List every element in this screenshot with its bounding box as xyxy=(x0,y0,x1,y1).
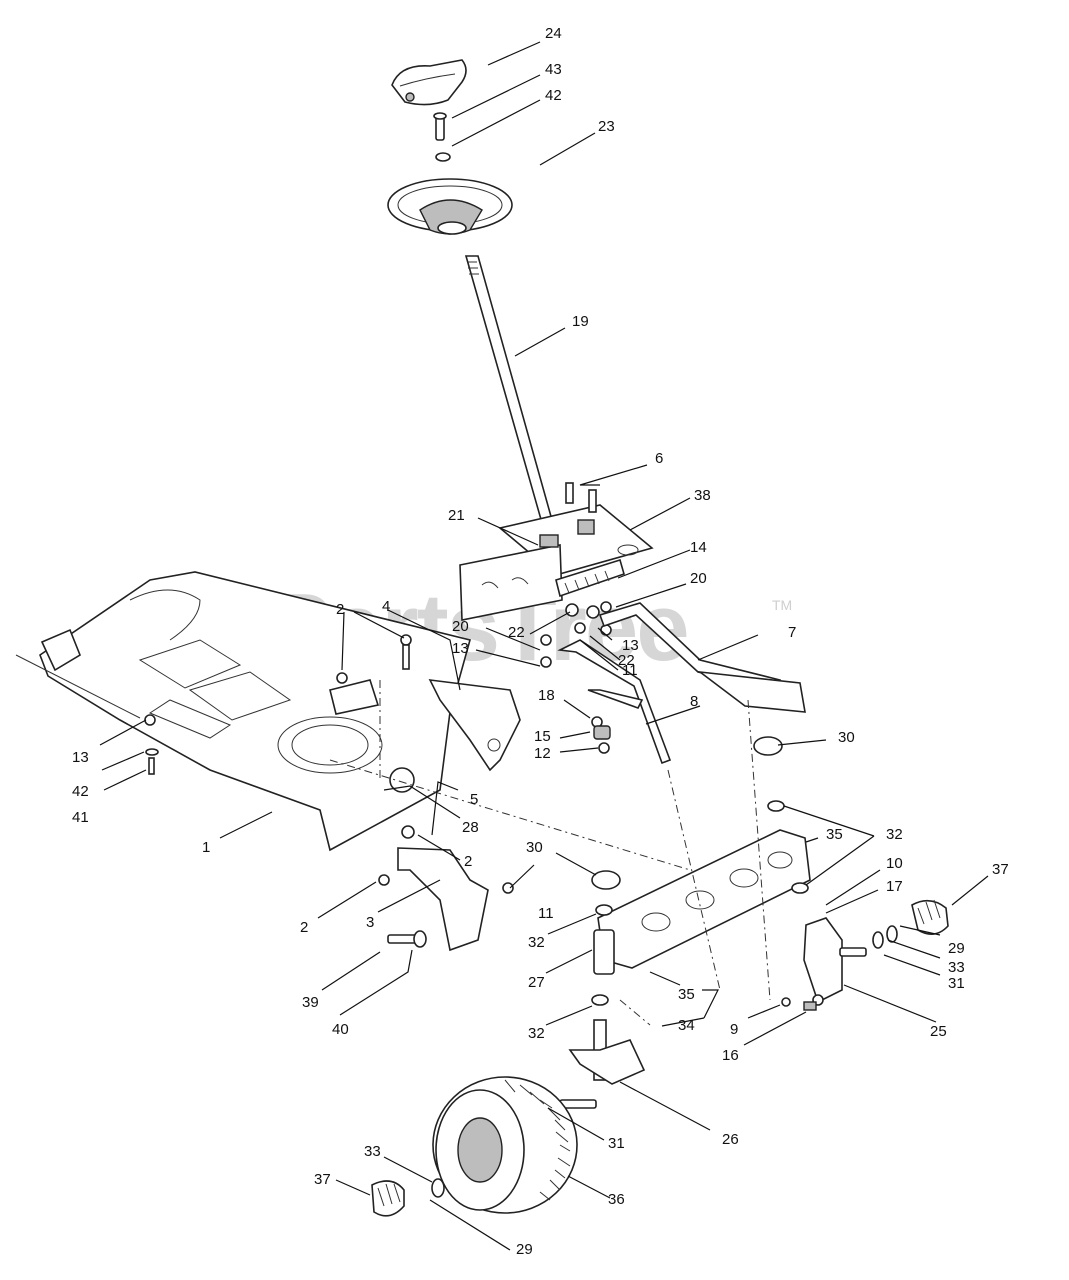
callout-labels: 24 43 42 23 19 6 38 21 14 20 7 22 13 22 … xyxy=(72,25,1009,1258)
callout-label: 19 xyxy=(572,313,589,330)
drag-link xyxy=(598,602,806,713)
callout-label: 2 xyxy=(336,601,344,618)
callout-label: 33 xyxy=(364,1143,381,1160)
spindle-right-25 xyxy=(803,917,867,1006)
callout-label: 6 xyxy=(655,450,663,467)
front-tire-36 xyxy=(432,1076,578,1214)
callout-label: 26 xyxy=(722,1131,739,1148)
callout-label: 32 xyxy=(528,934,545,951)
callout-label: 39 xyxy=(302,994,319,1011)
hub-hardware-right xyxy=(872,899,949,949)
callout-label: 22 xyxy=(618,652,635,669)
steering-shaft xyxy=(464,255,553,524)
callout-label: 41 xyxy=(72,809,89,826)
callout-label: 32 xyxy=(528,1025,545,1042)
callout-label: 20 xyxy=(452,618,469,635)
spindle-27 xyxy=(593,929,615,975)
callout-label: 20 xyxy=(690,570,707,587)
axle-mount-bracket-3 xyxy=(378,825,514,952)
callout-label: 4 xyxy=(382,598,390,615)
callout-label: 43 xyxy=(545,61,562,78)
callout-label: 13 xyxy=(622,637,639,654)
callout-label: 35 xyxy=(678,986,695,1003)
callout-label: 10 xyxy=(886,855,903,872)
cap-screw xyxy=(433,112,447,141)
callout-label: 36 xyxy=(608,1191,625,1208)
cotter-pins-9-16 xyxy=(781,997,817,1011)
callout-label: 29 xyxy=(948,940,965,957)
centerlines xyxy=(329,680,771,1026)
callout-label: 42 xyxy=(545,87,562,104)
callout-label: 2 xyxy=(300,919,308,936)
pivot-bolt-39-40 xyxy=(387,930,427,948)
callout-label: 1 xyxy=(202,839,210,856)
hub-hardware-left xyxy=(371,1178,445,1217)
callout-label: 14 xyxy=(690,539,707,556)
callout-label: 30 xyxy=(838,729,855,746)
watermark-trademark: TM xyxy=(772,597,792,613)
axle-caps-30 xyxy=(591,736,783,890)
callout-label: 24 xyxy=(545,25,562,42)
callout-label: 2 xyxy=(464,853,472,870)
leader-lines xyxy=(99,41,989,1251)
steering-bracket xyxy=(459,504,654,621)
callout-label: 31 xyxy=(608,1135,625,1152)
callout-label: 38 xyxy=(694,487,711,504)
callout-label: 34 xyxy=(678,1017,695,1034)
callout-label: 42 xyxy=(72,783,89,800)
callout-label: 37 xyxy=(992,861,1009,878)
callout-label: 33 xyxy=(948,959,965,976)
callout-label: 35 xyxy=(826,826,843,843)
callout-label: 40 xyxy=(332,1021,349,1038)
steering-wheel xyxy=(387,178,513,235)
bolts-6 xyxy=(565,482,597,513)
washer-top xyxy=(435,152,451,162)
callout-label: 16 xyxy=(722,1047,739,1064)
callout-label: 30 xyxy=(526,839,543,856)
spindle-bushings-32 xyxy=(591,800,809,1006)
tie-rod-8 xyxy=(557,639,672,765)
callout-label: 8 xyxy=(690,693,698,710)
callout-label: 7 xyxy=(788,624,796,641)
spindle-left-26 xyxy=(559,1019,646,1109)
callout-label: 28 xyxy=(462,819,479,836)
callout-label: 23 xyxy=(598,118,615,135)
steering-cap xyxy=(391,59,467,106)
callout-label: 32 xyxy=(886,826,903,843)
callout-label: 12 xyxy=(534,745,551,762)
callout-label: 27 xyxy=(528,974,545,991)
callout-label: 31 xyxy=(948,975,965,992)
callout-label: 29 xyxy=(516,1241,533,1258)
callout-label: 18 xyxy=(538,687,555,704)
frame-1 xyxy=(15,571,471,852)
callout-label: 9 xyxy=(730,1021,738,1038)
callout-label: 5 xyxy=(470,791,478,808)
callout-label: 11 xyxy=(538,905,554,922)
callout-label: 11 xyxy=(622,662,638,679)
callout-label: 15 xyxy=(534,728,551,745)
frame-left-hardware xyxy=(144,714,159,775)
callout-label: 21 xyxy=(448,507,465,524)
frame-bolts-2 xyxy=(329,634,412,715)
callout-label: 25 xyxy=(930,1023,947,1040)
callout-label: 13 xyxy=(452,640,469,657)
callout-label: 22 xyxy=(508,624,525,641)
callout-label: 37 xyxy=(314,1171,331,1188)
pinion-gear xyxy=(555,558,625,598)
spacer-18-15-12 xyxy=(591,716,611,754)
front-axle xyxy=(597,829,811,969)
bracket-4 xyxy=(428,679,521,772)
callout-label: 17 xyxy=(886,878,903,895)
callout-label: 13 xyxy=(72,749,89,766)
callout-label: 3 xyxy=(366,914,374,931)
